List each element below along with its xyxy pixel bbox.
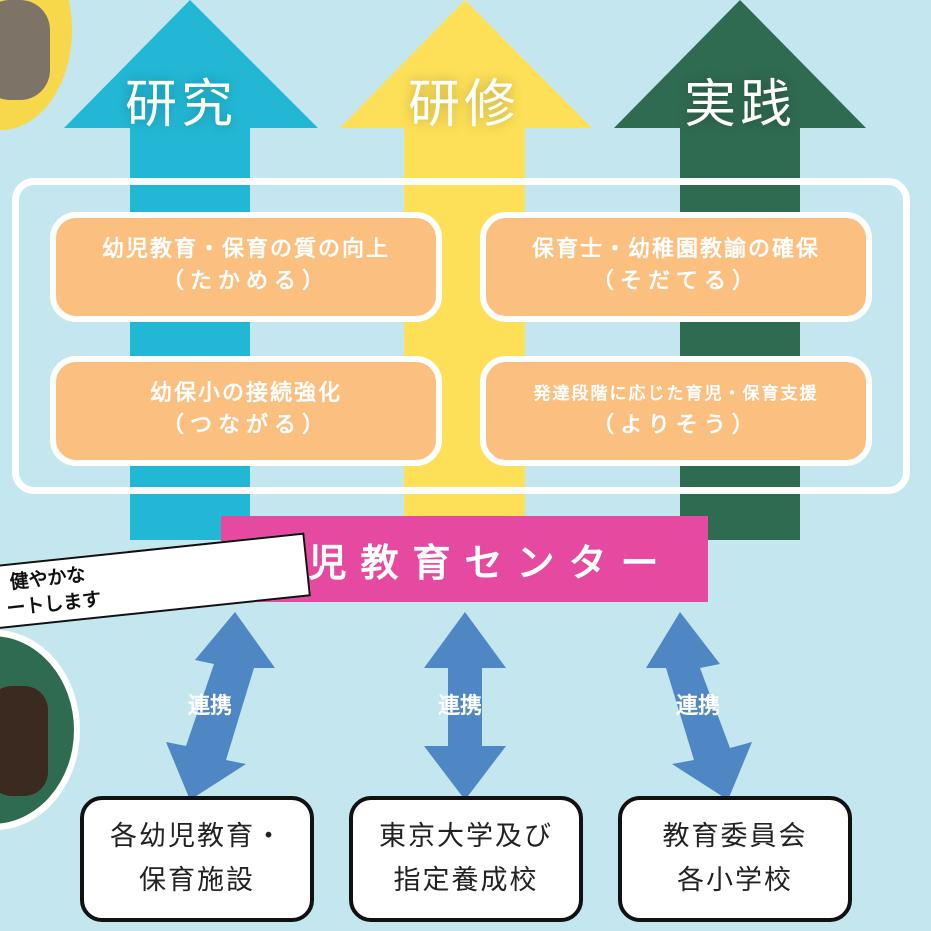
- avatar-top-photo: [0, 0, 50, 100]
- partner-line1: 各幼児教育・: [110, 821, 284, 852]
- avatar-top: [0, 0, 72, 130]
- goal-title: 幼児教育・保育の質の向上: [101, 237, 390, 262]
- partner-box-university: 東京大学及び 指定養成校: [349, 796, 583, 922]
- link-label-3: 連携: [676, 694, 721, 719]
- partner-line1: 教育委員会: [662, 821, 808, 852]
- partner-line2: 各小学校: [677, 865, 793, 896]
- link-arrow-1: [166, 612, 275, 800]
- partner-line2: 保育施設: [139, 865, 255, 896]
- arrow-label-practice: 実践: [684, 75, 797, 135]
- partner-line2: 指定養成校: [393, 865, 539, 896]
- center-label: 幼児教育センター: [256, 540, 673, 585]
- link-label-2: 連携: [438, 694, 483, 719]
- goal-box-staffing: 保育士・幼稚園教諭の確保 （そだてる）: [480, 212, 872, 322]
- avatar-bottom: [0, 630, 80, 830]
- goal-subtitle: （そだてる）: [591, 269, 760, 294]
- goal-title: 発達段階に応じた育児・保育支援: [533, 384, 819, 404]
- arrow-label-training: 研修: [408, 75, 521, 135]
- goal-title: 幼保小の接続強化: [149, 381, 342, 406]
- training-arrow: [340, 0, 592, 540]
- goal-box-support: 発達段階に応じた育児・保育支援 （よりそう）: [480, 356, 872, 466]
- goal-box-quality: 幼児教育・保育の質の向上 （たかめる）: [50, 212, 442, 322]
- partner-box-board: 教育委員会 各小学校: [618, 796, 852, 922]
- goals-frame: [12, 178, 910, 494]
- link-arrow-3: [646, 612, 752, 800]
- link-arrow-2: [424, 612, 506, 800]
- link-label-1: 連携: [188, 694, 233, 719]
- partner-line1: 東京大学及び: [379, 821, 553, 852]
- goal-title: 保育士・幼稚園教諭の確保: [531, 237, 820, 262]
- goal-subtitle: （よりそう）: [592, 413, 760, 438]
- goal-subtitle: （たかめる）: [161, 269, 330, 294]
- partner-box-facilities: 各幼児教育・ 保育施設: [80, 796, 314, 922]
- goal-box-connection: 幼保小の接続強化 （つながる）: [50, 356, 442, 466]
- goal-subtitle: （つながる）: [161, 413, 330, 438]
- arrow-label-research: 研究: [125, 75, 238, 135]
